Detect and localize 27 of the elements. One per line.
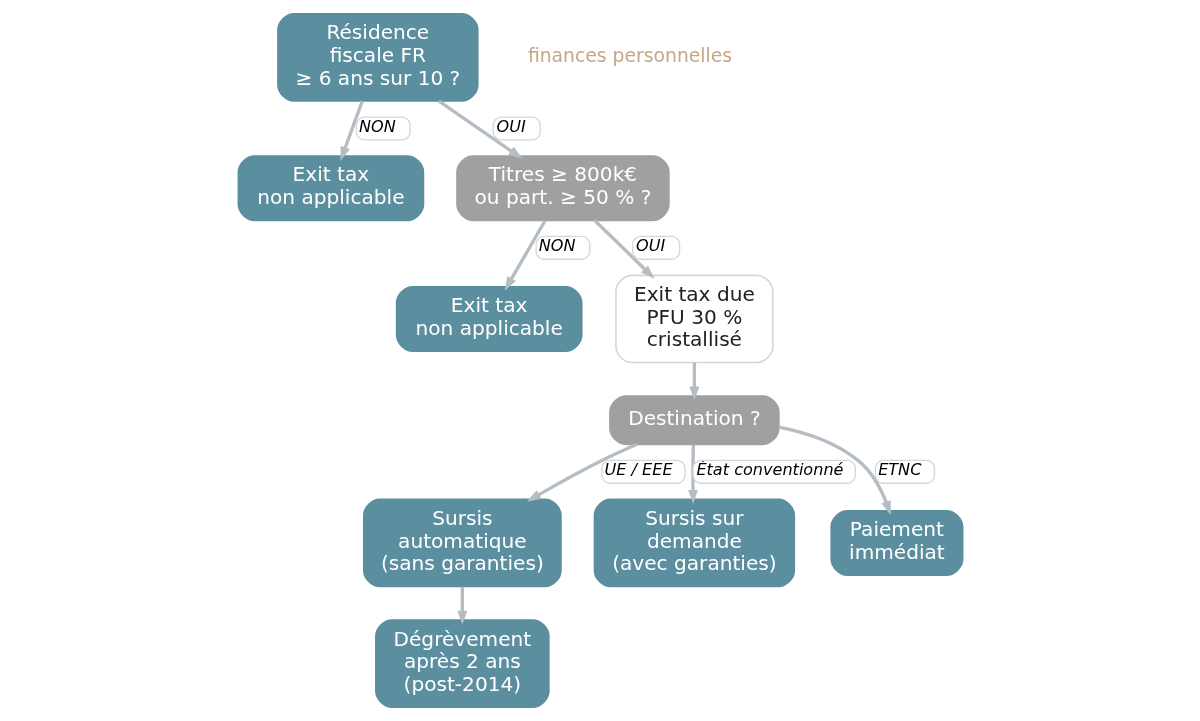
label: finances personnelles [527, 45, 732, 67]
edge-label: OUI [496, 116, 526, 136]
edge-label: OUI [635, 236, 665, 256]
node-box: Exit tax non applicable [395, 285, 583, 352]
arrow [687, 444, 698, 505]
arrow [778, 425, 891, 516]
arrow [593, 219, 655, 279]
node-box: Paiement immédiat [829, 509, 963, 576]
arrow [526, 442, 637, 502]
node-box: Sursis sur demande (avec garanties) [593, 498, 795, 588]
node-box: Titres ≥ 800k€ ou part. ≥ 50 % ? [455, 155, 670, 222]
node-box: Dégrèvement après 2 ans (post-2014) [374, 619, 550, 708]
edge-label: État conventionné [695, 460, 843, 480]
edge-label: UE / EEE [604, 460, 673, 480]
edge-label: NON [538, 236, 576, 256]
node-box: Destination ? [608, 395, 780, 446]
node-box: Sursis automatique (sans garanties) [362, 498, 562, 588]
node-box: Résidence fiscale FR ≥ 6 ans sur 10 ? [276, 13, 479, 102]
arrow [504, 219, 547, 291]
edge-label: NON [358, 116, 396, 136]
node-box: Exit tax due PFU 30 % cristallisé [614, 274, 774, 364]
arrow [688, 362, 699, 401]
arrow [456, 586, 467, 625]
node-box: Exit tax non applicable [237, 155, 424, 222]
arrow [437, 99, 522, 159]
edge-label: ETNC [877, 460, 921, 480]
arrow [340, 100, 364, 161]
